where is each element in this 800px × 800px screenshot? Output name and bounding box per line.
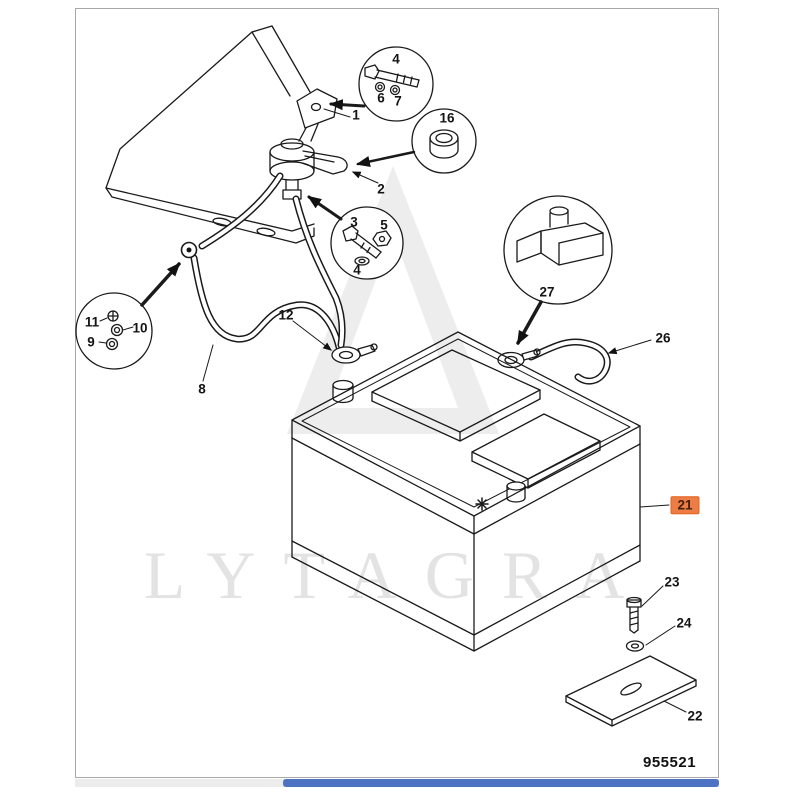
leader-lines <box>202 108 687 713</box>
callout-4-mid[interactable]: 4 <box>353 262 361 278</box>
callout-10[interactable]: 10 <box>132 320 148 336</box>
terminal-polarity-mark <box>475 497 489 511</box>
detail-arrows <box>140 99 543 345</box>
isolator-switch <box>269 138 348 200</box>
callout-8[interactable]: 8 <box>198 381 206 397</box>
callout-21-highlighted[interactable]: 21 <box>670 496 700 514</box>
hold-down-plate-22 <box>565 655 697 727</box>
callout-23[interactable]: 23 <box>664 574 680 590</box>
callout-1[interactable]: 1 <box>352 107 360 123</box>
battery <box>291 331 641 652</box>
battery-post-positive <box>506 481 526 503</box>
watermark-text: LYTAGRA <box>144 537 653 613</box>
mounting-bracket <box>296 88 338 142</box>
callout-3[interactable]: 3 <box>350 214 358 230</box>
callout-11[interactable]: 11 <box>84 314 100 330</box>
callout-5[interactable]: 5 <box>380 217 388 233</box>
detail-circle-terminal-cover <box>503 195 613 305</box>
detail-circle-bolt-top <box>358 46 434 122</box>
callout-22[interactable]: 22 <box>687 708 703 724</box>
callout-26[interactable]: 26 <box>655 330 671 346</box>
callout-24[interactable]: 24 <box>676 615 692 631</box>
callout-6[interactable]: 6 <box>377 90 385 106</box>
battery-cables <box>180 172 346 351</box>
clamp-bolt-23 <box>626 596 642 634</box>
callout-27[interactable]: 27 <box>539 284 555 300</box>
terminal-clamp-12 <box>331 343 378 364</box>
chassis-panel <box>105 25 315 244</box>
callout-7[interactable]: 7 <box>394 93 402 109</box>
battery-post-negative <box>332 379 354 404</box>
callout-2[interactable]: 2 <box>377 181 385 197</box>
washer-24 <box>625 640 645 652</box>
detail-circle-cap-16 <box>411 108 477 174</box>
callout-16[interactable]: 16 <box>439 110 455 126</box>
detail-circle-bolt-mid <box>330 206 404 280</box>
drawing-number: 955521 <box>643 754 697 771</box>
horizontal-scrollbar-thumb[interactable] <box>283 779 719 787</box>
callout-9[interactable]: 9 <box>87 334 95 350</box>
detail-circle-washers <box>75 292 153 370</box>
horizontal-scrollbar[interactable] <box>75 779 719 787</box>
callout-12[interactable]: 12 <box>278 307 294 323</box>
callout-4-top[interactable]: 4 <box>392 51 400 67</box>
